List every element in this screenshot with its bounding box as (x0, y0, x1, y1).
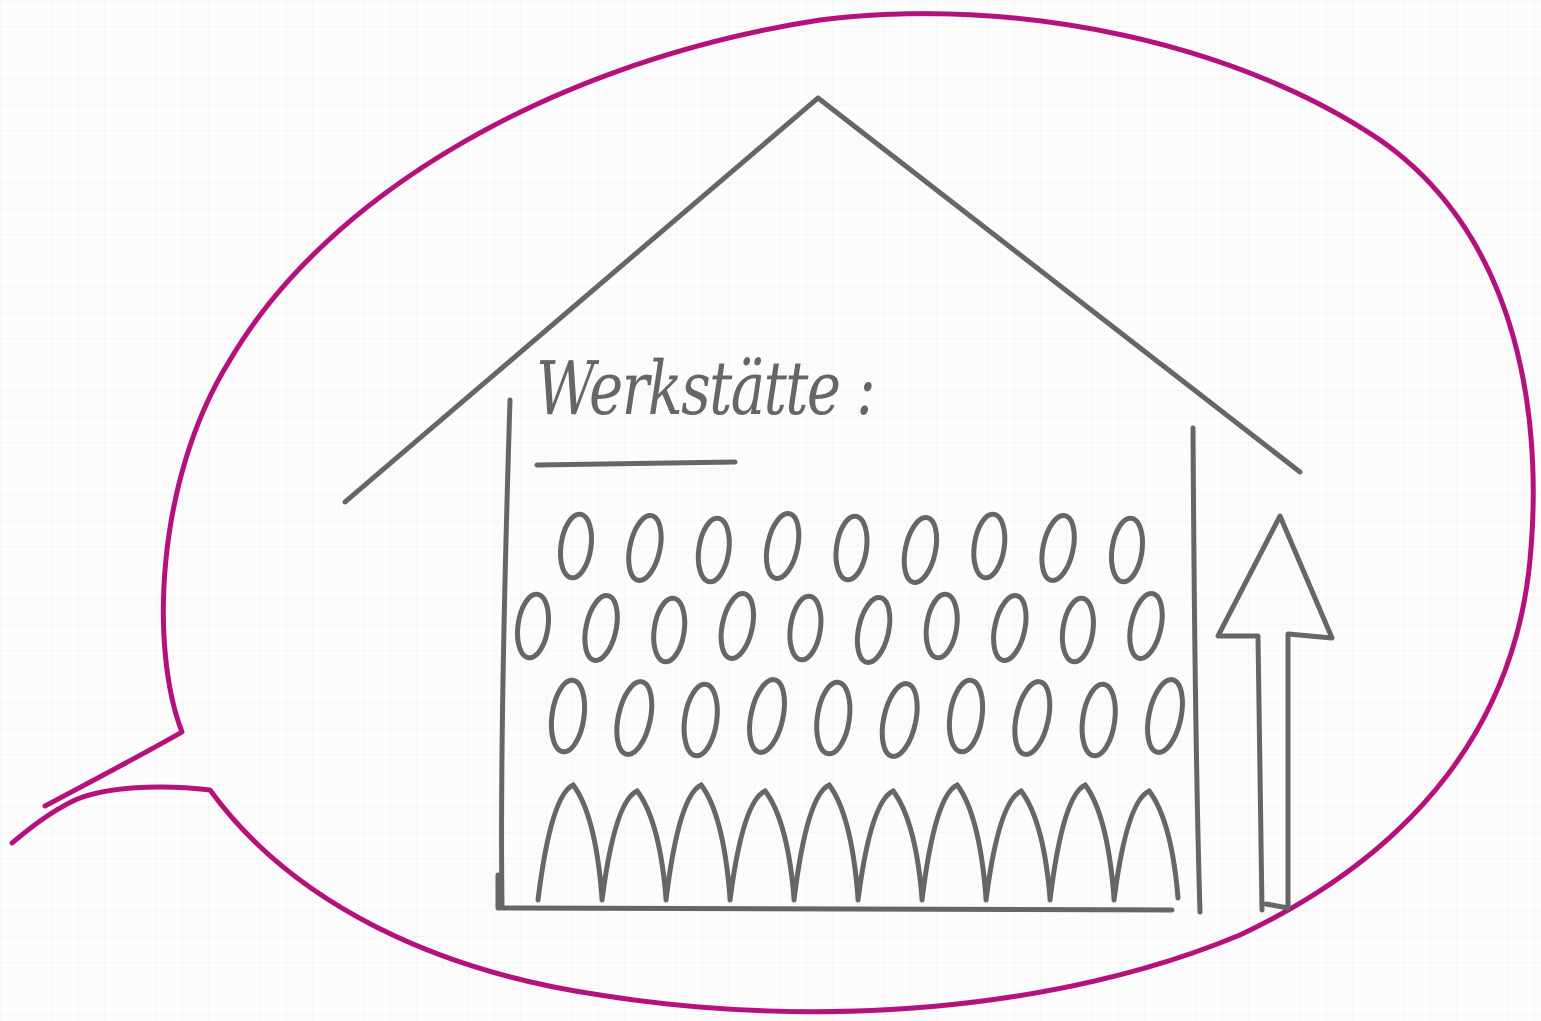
person-oval (626, 513, 664, 583)
person-body-spike (1047, 781, 1117, 903)
person-oval (557, 511, 595, 581)
house-icon (342, 95, 1303, 915)
person-oval (548, 677, 588, 755)
person-oval (1012, 679, 1053, 757)
house-wall-right (1190, 425, 1203, 915)
house-roof-left (342, 95, 821, 505)
person-oval (971, 511, 1008, 581)
person-oval (946, 677, 986, 755)
person-oval (514, 591, 552, 661)
person-oval (614, 679, 655, 757)
person-oval (991, 593, 1029, 663)
person-oval (1127, 591, 1165, 661)
person-oval (787, 593, 824, 663)
person-oval (747, 677, 787, 755)
person-body-spike (983, 787, 1053, 903)
person-oval (1059, 595, 1096, 665)
up-arrow-icon (1215, 513, 1335, 913)
person-body-spike (791, 781, 861, 903)
person-oval (833, 513, 870, 583)
person-oval (1145, 677, 1185, 755)
person-oval (763, 511, 802, 581)
workshop-label: Werkstätte : (536, 346, 876, 432)
workforce-group (514, 511, 1185, 903)
person-oval (582, 593, 620, 663)
house-floor (495, 872, 1175, 913)
person-oval (879, 681, 920, 759)
person-oval (923, 591, 960, 661)
label-underline (534, 459, 738, 468)
person-oval (814, 679, 853, 757)
speech-bubble-icon (9, 11, 1536, 1015)
person-body-spike (663, 781, 733, 903)
person-body-spike (599, 787, 669, 903)
person-oval (1039, 513, 1077, 583)
person-body-spike (919, 781, 989, 903)
house-roof-right (815, 95, 1303, 475)
person-oval (1108, 515, 1146, 585)
person-body-spike (727, 787, 797, 903)
person-body-spike (855, 787, 925, 903)
house-wall-left (499, 397, 513, 908)
person-oval (718, 591, 756, 661)
person-oval (1079, 681, 1118, 759)
person-oval (695, 515, 732, 585)
person-oval (651, 595, 688, 665)
person-body-spike (535, 781, 605, 903)
person-oval (681, 681, 720, 759)
person-oval (854, 595, 893, 665)
person-body-spike (1111, 787, 1181, 903)
person-oval (901, 515, 940, 585)
